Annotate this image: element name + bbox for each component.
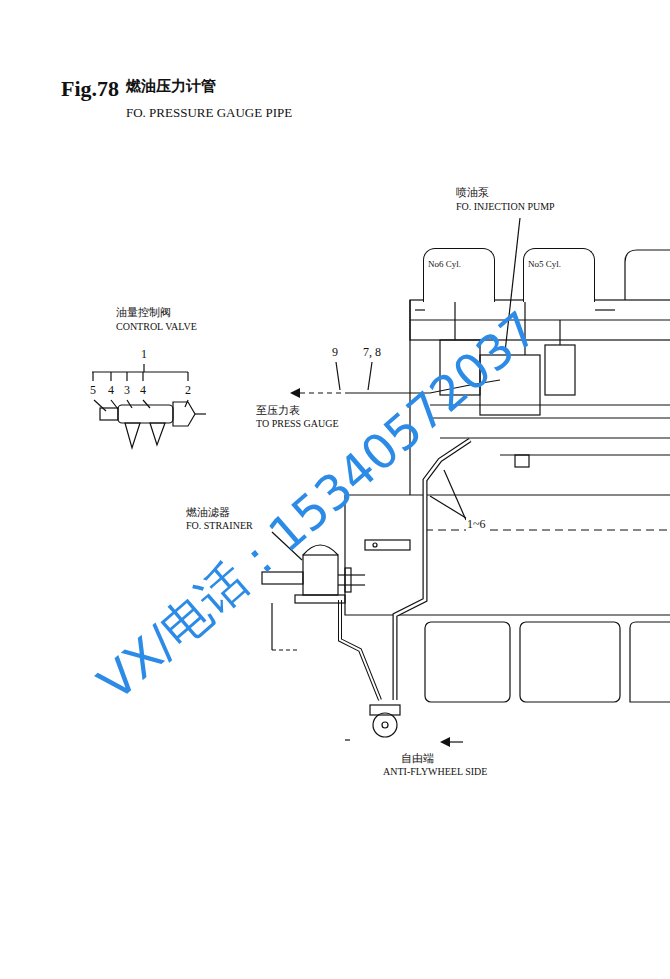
part-name: FO. STRAINER	[185, 520, 254, 532]
callout-number: 1~6	[466, 518, 487, 532]
figure-title: 燃油压力计管	[125, 78, 217, 95]
part-name: FO. INJECTION PUMP	[455, 201, 556, 213]
cylinder-head: No5 Cyl.	[523, 248, 595, 302]
callout-number: 4	[107, 384, 115, 398]
figure-subtitle: FO. PRESSURE GAUGE PIPE	[125, 106, 293, 121]
direction-note: ANTI-FLYWHEEL SIDE	[382, 766, 488, 778]
figure-number: Fig.78	[60, 76, 120, 101]
callout-number: 7, 8	[362, 346, 382, 360]
watermark: VX/电话：15340572037	[87, 300, 549, 712]
callout-number: 9	[331, 346, 339, 360]
direction-note: 自由端	[400, 752, 435, 765]
callout-number: 2	[184, 384, 192, 398]
callout-number: 4	[139, 384, 147, 398]
part-name: 燃油滤器	[185, 506, 231, 519]
callout-number: 1	[140, 348, 148, 362]
cylinder-head: No6 Cyl.	[423, 248, 495, 302]
callout-number: 5	[89, 384, 97, 398]
direction-note: TO PRESS GAUGE	[255, 418, 340, 430]
part-name: CONTROL VALVE	[115, 321, 198, 333]
callout-number: 3	[123, 384, 131, 398]
part-name: 喷油泵	[455, 186, 490, 199]
direction-note: 至压力表	[255, 404, 301, 417]
part-name: 油量控制阀	[115, 306, 172, 319]
cylinder-label: No5 Cyl.	[524, 249, 594, 270]
cylinder-label: No6 Cyl.	[424, 249, 494, 270]
